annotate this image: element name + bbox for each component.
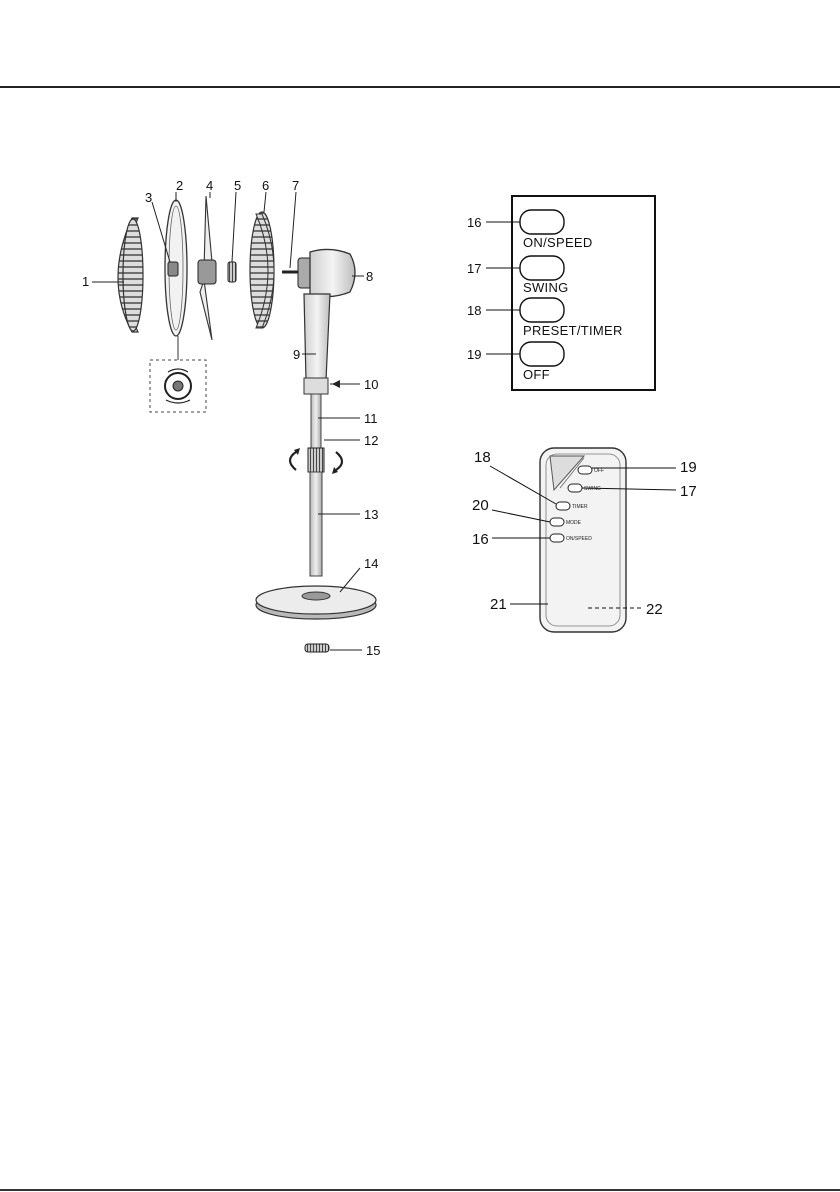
base-plate	[256, 586, 376, 619]
arrow-10	[332, 380, 340, 388]
front-ring	[165, 200, 187, 336]
remote-callout-16: 16	[472, 531, 489, 548]
motor-housing	[282, 249, 355, 296]
part-number: 10	[364, 377, 378, 392]
remote-callout-18: 18	[474, 449, 491, 466]
remote-label-swing: SWING	[584, 486, 601, 492]
part-number: 15	[366, 643, 380, 658]
lower-pole	[310, 472, 322, 576]
label-on-speed: ON/SPEED	[523, 235, 593, 250]
panel-button-swing[interactable]	[520, 256, 564, 280]
part-number: 8	[366, 269, 373, 284]
callout-16: 16	[467, 215, 481, 230]
remote-label-mode: MODE	[566, 520, 582, 526]
part-number: 1	[82, 274, 89, 289]
part-number: 7	[292, 178, 299, 193]
panel-button-off[interactable]	[520, 342, 564, 366]
part-number: 13	[364, 507, 378, 522]
part-number: 3	[145, 190, 152, 205]
upper-pole	[311, 394, 321, 448]
remote-button-off[interactable]	[578, 466, 592, 474]
panel-button-on-speed[interactable]	[520, 210, 564, 234]
callout-19: 19	[467, 347, 481, 362]
spinner-cap	[228, 262, 236, 282]
part-number: 14	[364, 556, 378, 571]
remote-label-timer: TIMER	[572, 504, 588, 510]
height-lock-knob	[290, 448, 342, 474]
part-number: 6	[262, 178, 269, 193]
label-preset-timer: PRESET/TIMER	[523, 323, 623, 338]
part-number: 4	[206, 178, 213, 193]
remote-button-mode[interactable]	[550, 518, 564, 526]
height-clamp	[304, 378, 328, 394]
footer-rule	[0, 1189, 840, 1191]
rear-grill	[118, 218, 143, 332]
fan-blade	[198, 196, 216, 340]
part-number: 9	[293, 347, 300, 362]
remote-label-off: OFF	[594, 468, 604, 474]
remote-button-swing[interactable]	[568, 484, 582, 492]
ring-detail-inset	[150, 336, 206, 412]
part-number: 5	[234, 178, 241, 193]
label-off: OFF	[523, 367, 550, 382]
base-nut	[305, 644, 329, 652]
part-number: 12	[364, 433, 378, 448]
callout-18: 18	[467, 303, 481, 318]
label-swing: SWING	[523, 280, 569, 295]
remote-callout-22: 22	[646, 601, 663, 618]
remote-control: OFF SWING TIMER MODE ON/SPEED	[540, 448, 626, 632]
part-number: 2	[176, 178, 183, 193]
remote-callout-20: 20	[472, 497, 489, 514]
remote-callout-19: 19	[680, 459, 697, 476]
front-grill	[250, 212, 274, 328]
remote-callout-21: 21	[490, 596, 507, 613]
remote-button-timer[interactable]	[556, 502, 570, 510]
remote-label-on-speed: ON/SPEED	[566, 536, 592, 542]
part-number: 11	[364, 411, 378, 426]
upper-body	[304, 294, 330, 380]
callout-17: 17	[467, 261, 481, 276]
panel-button-preset-timer[interactable]	[520, 298, 564, 322]
remote-callout-17: 17	[680, 483, 697, 500]
remote-button-on-speed[interactable]	[550, 534, 564, 542]
